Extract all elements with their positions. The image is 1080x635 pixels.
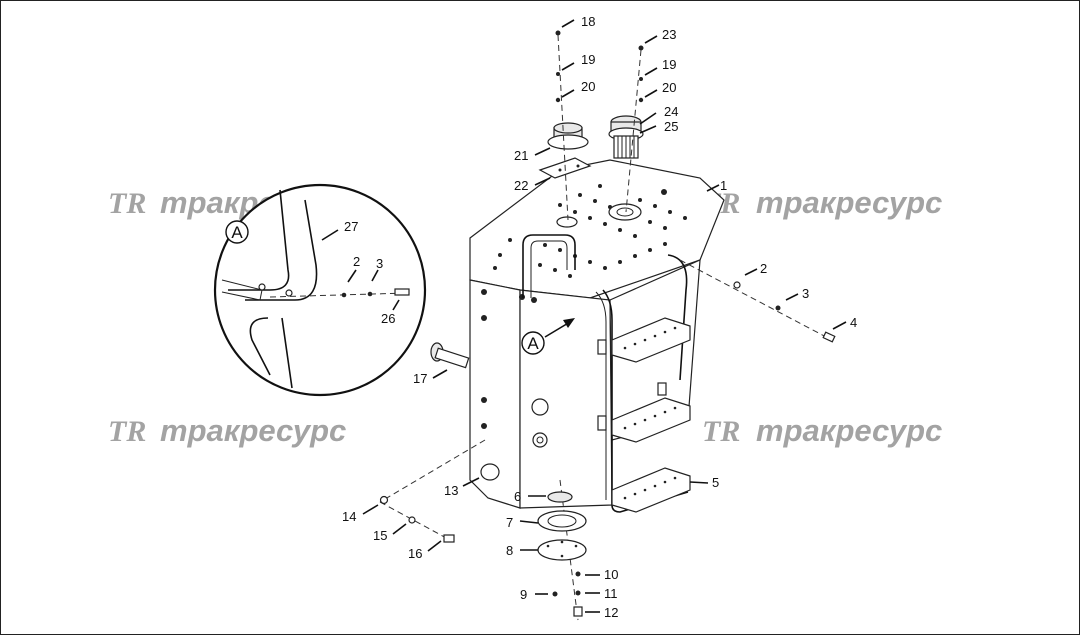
callout-24: 24 — [664, 104, 678, 119]
callout-5: 5 — [712, 475, 719, 490]
callout-25: 25 — [664, 119, 678, 134]
callout-2: 2 — [760, 261, 767, 276]
lockwasher-15 — [408, 516, 416, 524]
watermark-logo: TR — [108, 415, 146, 448]
nut-12 — [573, 606, 583, 617]
top-handle — [522, 234, 576, 298]
bolt-4 — [822, 331, 836, 343]
top-plate-perforations — [493, 184, 687, 278]
watermark-logo: TR — [108, 187, 146, 220]
washer-11 — [575, 590, 581, 596]
top-fasteners — [555, 30, 644, 103]
detail-callout-27: 27 — [344, 219, 358, 234]
ring-6 — [547, 491, 573, 503]
watermark-text: тракресурс — [756, 413, 942, 448]
axis-right-fasteners — [679, 259, 829, 339]
leader-lines — [321, 19, 847, 613]
cap-flange-21 — [547, 134, 589, 150]
breather-cap-assembly — [538, 122, 592, 179]
detail-marker-circle — [225, 220, 249, 244]
callout-21: 21 — [514, 148, 528, 163]
callout-20-right: 20 — [662, 80, 676, 95]
watermark-bottom-left: TR тракресурс — [108, 413, 346, 448]
watermark-text: тракресурс — [756, 185, 942, 220]
detail-marker-main — [521, 331, 545, 355]
step-upper — [611, 317, 691, 363]
callout-22: 22 — [514, 178, 528, 193]
callout-7: 7 — [506, 515, 513, 530]
callout-17: 17 — [413, 371, 427, 386]
ladder-steps — [597, 317, 691, 513]
plug-13 — [480, 463, 500, 481]
washer-14 — [379, 495, 389, 505]
axis-left-fasteners-lower — [379, 501, 451, 541]
watermark-text: тракресурс — [160, 413, 346, 448]
callout-9: 9 — [520, 587, 527, 602]
watermark-bottom-right: TR тракресурс — [702, 413, 942, 448]
callout-13: 13 — [444, 483, 458, 498]
side-bolts — [481, 189, 667, 429]
detail-marker-main-label: A — [527, 334, 539, 353]
axis-right-cap — [625, 49, 642, 213]
callout-10: 10 — [604, 567, 618, 582]
filler-opening-right — [608, 203, 642, 221]
callout-8: 8 — [506, 543, 513, 558]
callout-19-left: 19 — [581, 52, 595, 67]
bolt-9 — [552, 591, 558, 597]
washer-10 — [575, 571, 581, 577]
detail-marker-circle-label: A — [231, 223, 243, 242]
callout-6: 6 — [514, 489, 521, 504]
detail-handle-27 — [245, 199, 318, 301]
lockwasher-3 — [775, 305, 781, 311]
filler-opening-right-inner — [616, 207, 634, 217]
detail-callout-3: 3 — [376, 256, 383, 271]
detail-callout-26: 26 — [381, 311, 395, 326]
callout-19-right: 19 — [662, 57, 676, 72]
filler-cap-assembly — [608, 115, 644, 159]
callout-12: 12 — [604, 605, 618, 620]
detail-circle — [213, 183, 427, 397]
step-middle — [611, 397, 691, 443]
step-lower — [611, 467, 691, 513]
callout-20-left: 20 — [581, 79, 595, 94]
watermark-logo: TR — [702, 415, 740, 448]
axis-left-cap — [557, 34, 569, 221]
side-handle — [667, 254, 688, 381]
gasket-7 — [537, 510, 587, 532]
callout-16: 16 — [408, 546, 422, 561]
detail-callout-2: 2 — [353, 254, 360, 269]
callout-3: 3 — [802, 286, 809, 301]
callout-18: 18 — [581, 14, 595, 29]
callout-14: 14 — [342, 509, 356, 524]
detail-view-a — [213, 183, 427, 397]
washer-2 — [733, 281, 741, 289]
callout-11: 11 — [604, 586, 618, 601]
axis-left-fasteners-upper — [379, 439, 486, 503]
callout-15: 15 — [373, 528, 387, 543]
callout-23: 23 — [662, 27, 676, 42]
callout-1: 1 — [720, 178, 727, 193]
bolt-16 — [443, 534, 455, 543]
front-port-upper — [531, 398, 549, 416]
callout-labels: 1 2 3 4 5 6 7 8 9 10 11 12 13 14 15 16 1… — [342, 14, 857, 620]
filler-opening-left — [556, 216, 578, 228]
tank-left-face — [469, 279, 521, 509]
watermark-top-right: TR тракресурс — [702, 185, 942, 220]
front-port-lower — [532, 432, 548, 448]
callout-4: 4 — [850, 315, 857, 330]
